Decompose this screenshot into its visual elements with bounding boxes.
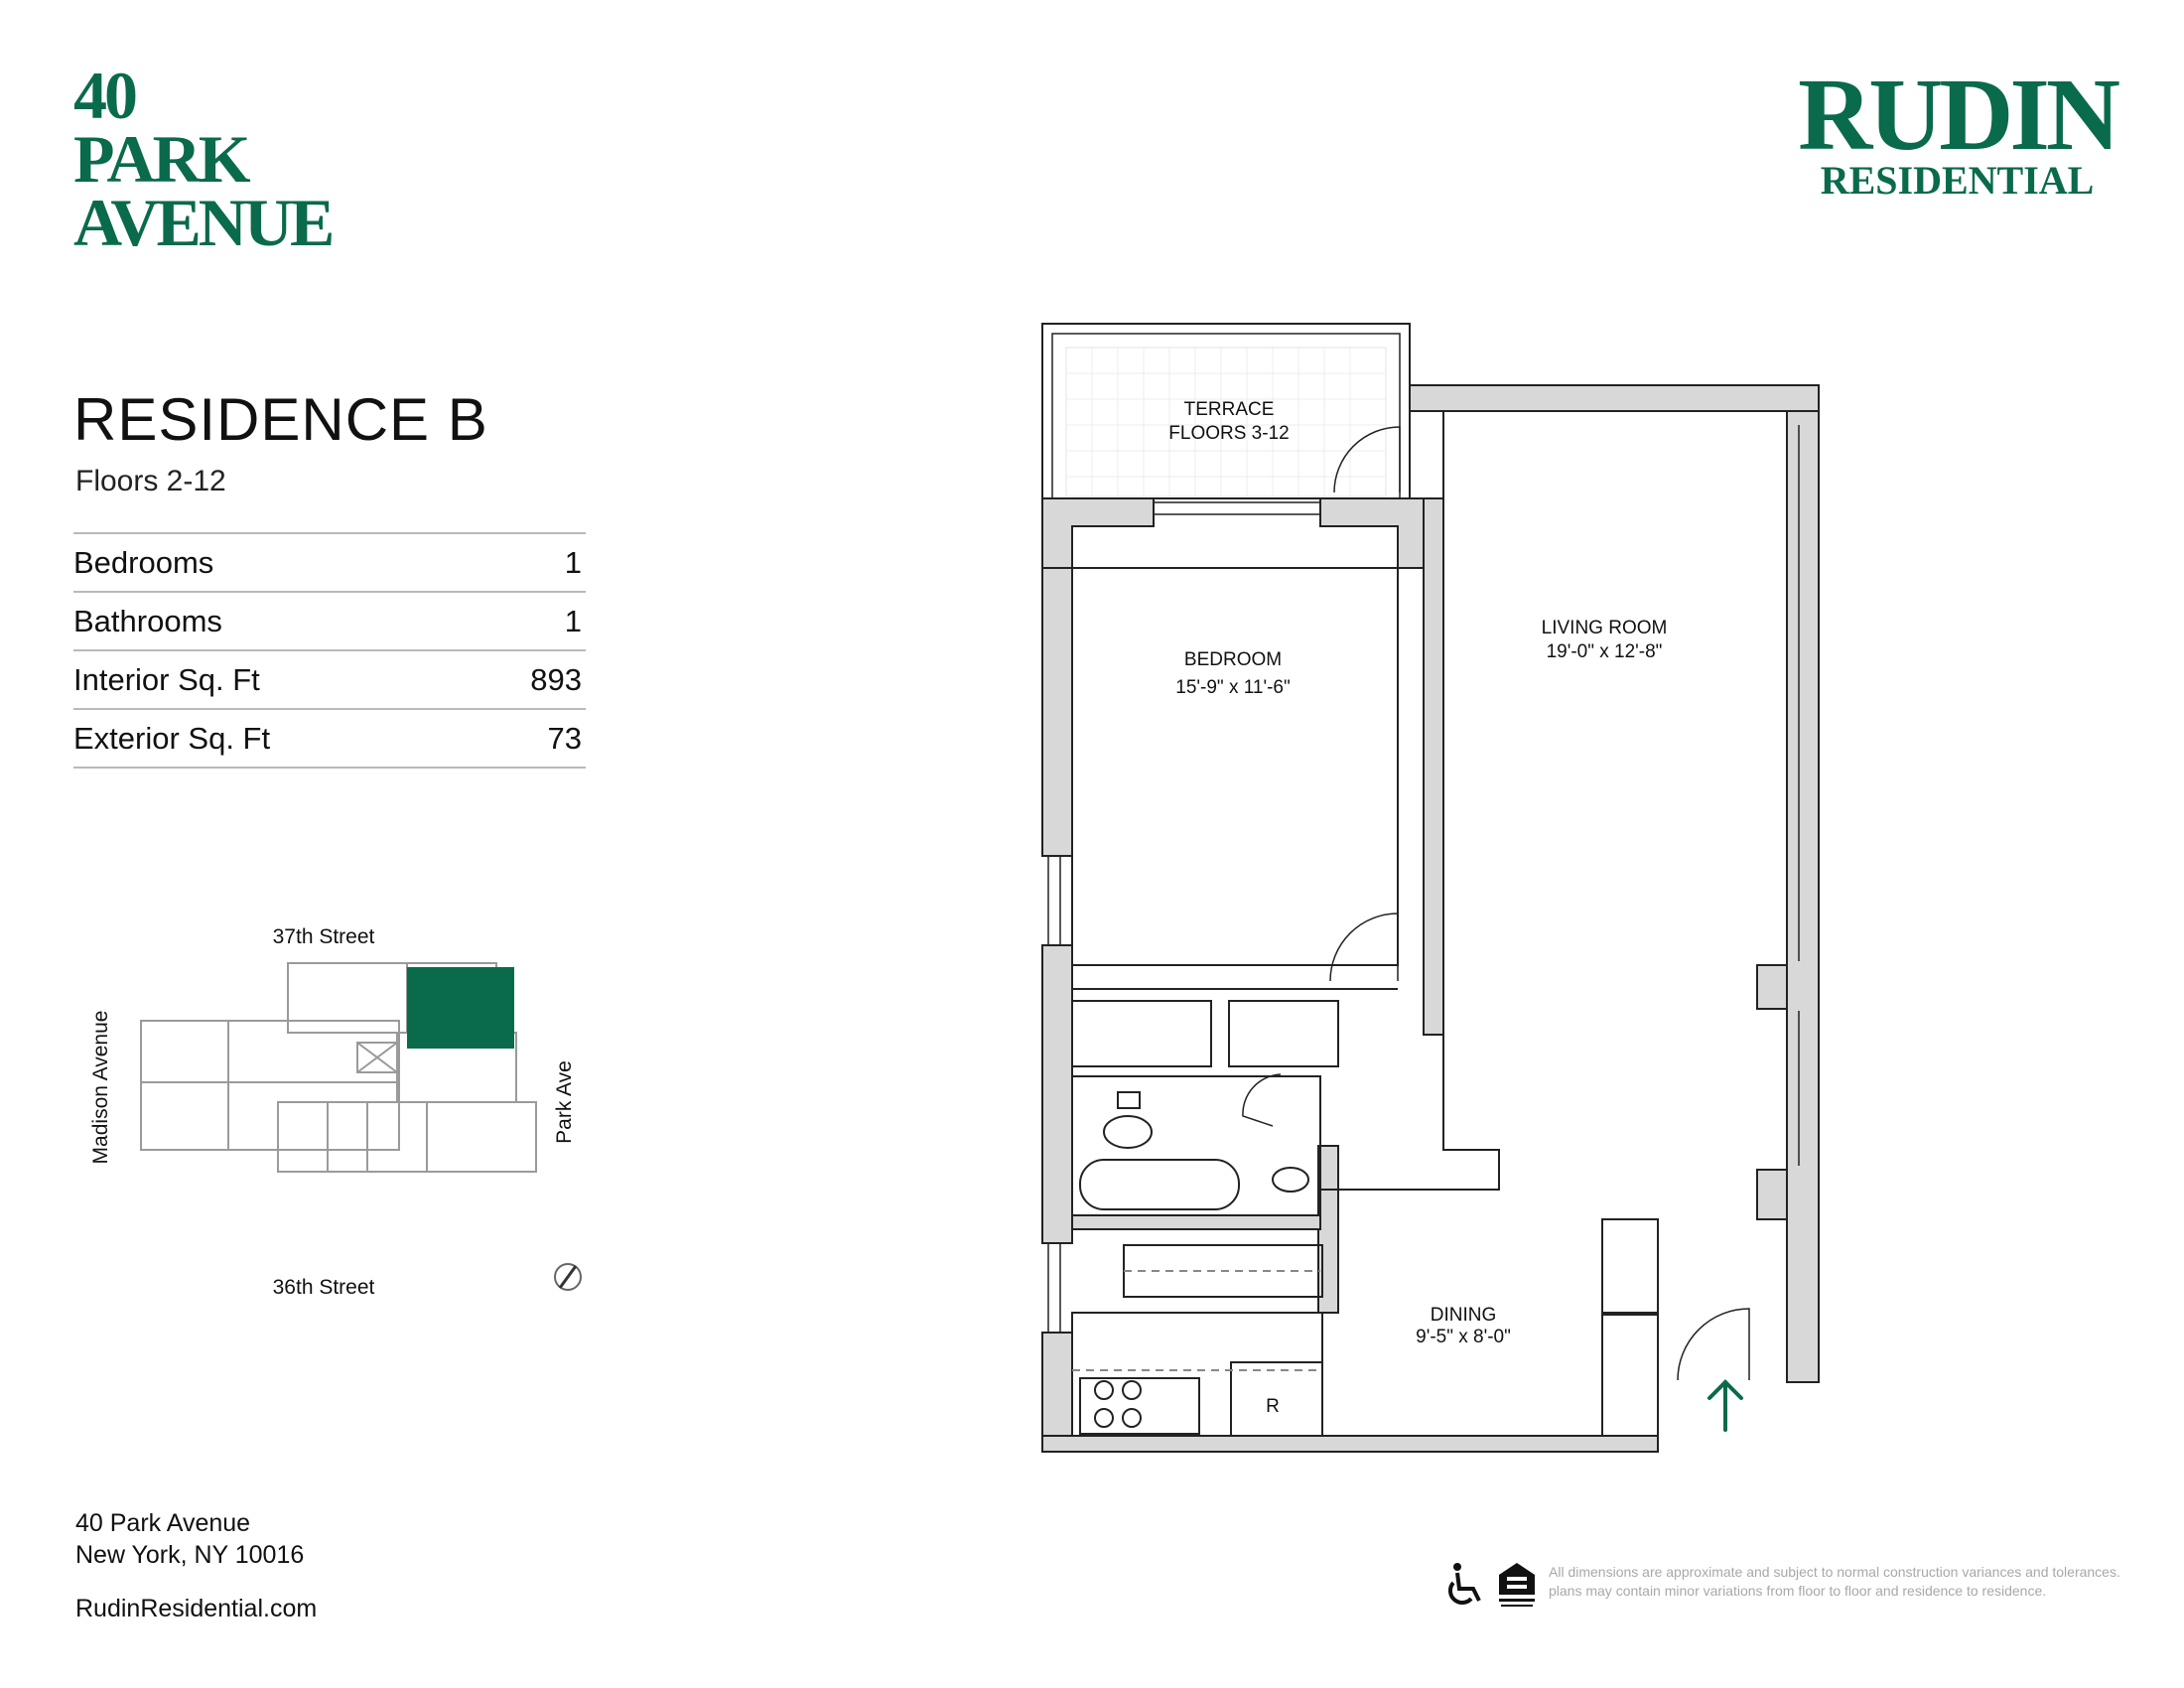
rudin-logo-subtitle: RESIDENTIAL <box>1820 158 2095 203</box>
living-room-label: LIVING ROOM <box>1542 618 1668 638</box>
spec-row-exterior: Exterior Sq. Ft 73 <box>73 708 586 769</box>
key-plan-north-street: 37th Street <box>273 925 375 948</box>
building-logo: 40 PARK AVENUE <box>73 58 335 260</box>
windows <box>1047 425 1800 1333</box>
rudin-logo: RUDIN RESIDENTIAL <box>1798 58 2120 203</box>
equal-housing-icon <box>1499 1563 1535 1607</box>
spec-row-bathrooms: Bathrooms 1 <box>73 591 586 649</box>
doors <box>1242 426 1750 1381</box>
refrigerator-label: R <box>1266 1396 1280 1417</box>
specs-table: Bedrooms 1 Bathrooms 1 Interior Sq. Ft 8… <box>73 532 586 769</box>
spec-row-interior: Interior Sq. Ft 893 <box>73 649 586 708</box>
spec-value: 1 <box>564 603 582 638</box>
logo-line-3: AVENUE <box>73 185 335 260</box>
bedroom-label: BEDROOM <box>1184 649 1282 670</box>
dining-dims: 9'-5" x 8'-0" <box>1416 1327 1511 1347</box>
logo-line-1: 40 <box>73 58 138 133</box>
key-plan-east-street: Park Ave <box>553 1060 576 1144</box>
terrace-area <box>1041 323 1411 499</box>
logo-line-2: PARK <box>73 121 251 197</box>
terrace-label: TERRACE <box>1184 399 1275 420</box>
spec-label: Exterior Sq. Ft <box>73 720 271 756</box>
address: 40 Park Avenue New York, NY 10016 <box>75 1507 304 1571</box>
dining-label: DINING <box>1431 1305 1497 1326</box>
rudin-logo-wordmark: RUDIN <box>1798 58 2120 172</box>
residence-title: RESIDENCE B <box>73 386 488 453</box>
wheelchair-icon <box>1447 1563 1481 1606</box>
key-plan-block-se <box>426 1101 537 1173</box>
key-plan: 37th Street 36th Street Madison Avenue P… <box>89 925 582 1299</box>
walls <box>1041 384 1820 1453</box>
key-plan-unit-highlight <box>407 967 514 1049</box>
key-plan-south-street: 36th Street <box>273 1276 375 1299</box>
disclaimer-text: All dimensions are approximate and subje… <box>1549 1564 2120 1599</box>
key-plan-block-west <box>140 1020 400 1151</box>
entry-arrow-icon <box>1707 1379 1743 1432</box>
compass-icon <box>554 1263 582 1291</box>
address-line-1: 40 Park Avenue <box>75 1509 251 1537</box>
key-plan-block-south <box>277 1101 428 1173</box>
spec-row-bedrooms: Bedrooms 1 <box>73 532 586 591</box>
spec-value: 893 <box>530 661 582 697</box>
key-plan-block-north <box>287 962 408 1034</box>
bedroom-dims: 15'-9" x 11'-6" <box>1175 677 1290 698</box>
spec-label: Bedrooms <box>73 544 214 580</box>
spec-label: Bathrooms <box>73 603 222 638</box>
website-link[interactable]: RudinResidential.com <box>75 1595 318 1622</box>
spec-label: Interior Sq. Ft <box>73 661 260 697</box>
address-line-2: New York, NY 10016 <box>75 1541 305 1569</box>
key-plan-west-street: Madison Avenue <box>89 1011 112 1165</box>
living-room-dims: 19'-0" x 12'-8" <box>1547 641 1663 662</box>
spec-value: 1 <box>564 544 582 580</box>
residence-floors: Floors 2-12 <box>75 465 226 497</box>
compliance-icons <box>1447 1563 1535 1607</box>
spec-value: 73 <box>547 720 582 756</box>
interior-lines <box>1071 410 1787 1437</box>
terrace-floors-label: FLOORS 3-12 <box>1168 423 1289 444</box>
floor-plan: TERRACE FLOORS 3-12 LIVING ROOM 19'-0" x… <box>1041 323 1820 1453</box>
